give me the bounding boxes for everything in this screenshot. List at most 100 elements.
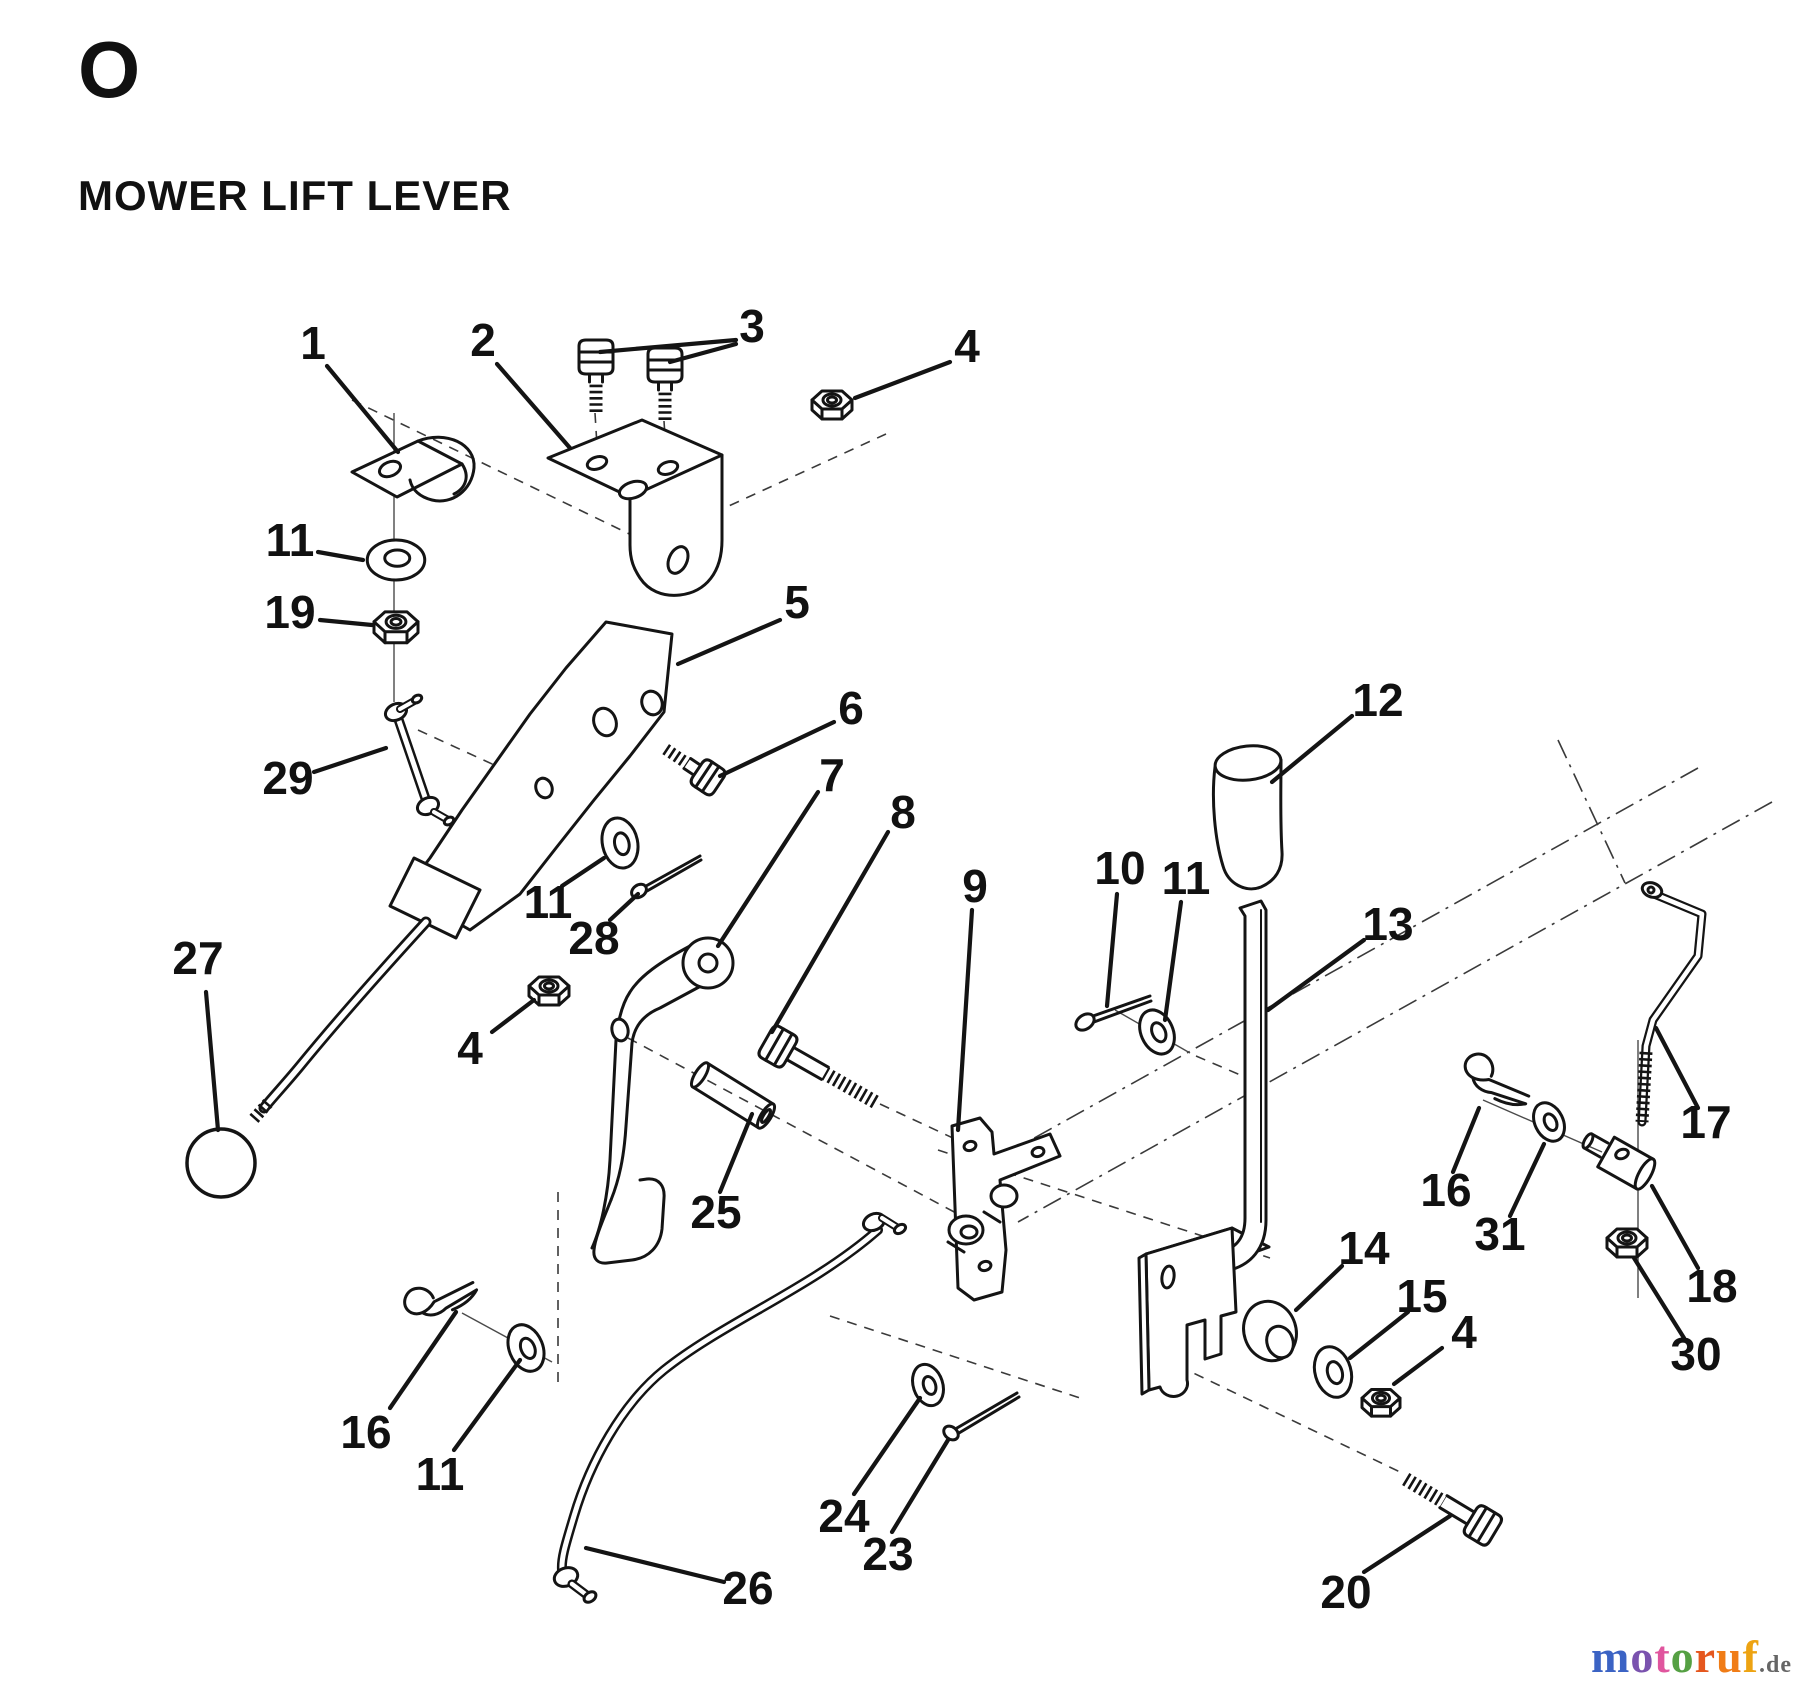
callout-leader [315, 549, 366, 563]
callout-label-8: 8 [890, 786, 916, 838]
construction-lines [351, 399, 1773, 1473]
page-title: MOWER LIFT LEVER [78, 172, 512, 219]
callout-label-12: 12 [1352, 674, 1403, 726]
callout-label-9: 9 [962, 860, 988, 912]
callout-leader [607, 891, 641, 923]
part-15-washer [1306, 1340, 1360, 1404]
callout-label-20: 20 [1320, 1566, 1371, 1618]
callout-label-10: 10 [1094, 842, 1145, 894]
part-8-hex-bolt [757, 1024, 879, 1109]
watermark-tld: .de [1759, 1652, 1792, 1678]
callout-leader [1649, 1183, 1701, 1271]
callout-label-19: 19 [264, 586, 315, 638]
watermark-letter: r [1694, 1631, 1717, 1682]
callout-leader [317, 617, 375, 628]
callout-label-23: 23 [862, 1528, 913, 1580]
part-14-bushing [1242, 1299, 1298, 1363]
callout-label-18: 18 [1686, 1260, 1737, 1312]
part-12-grip [1211, 744, 1284, 891]
callout-label-11: 11 [416, 1448, 465, 1500]
callout-leader [1450, 1105, 1482, 1175]
callout-leader [451, 1357, 523, 1453]
part-11-washer-mid [595, 812, 645, 874]
callout-label-2: 2 [470, 314, 496, 366]
part-6-hex-bolt [662, 744, 727, 797]
callout-leader [717, 719, 837, 779]
part-13-lift-lever [1152, 899, 1268, 1283]
arm-sleeve [388, 856, 482, 940]
callout-leader [769, 829, 891, 1035]
callout-leader [1361, 1513, 1453, 1575]
part-23-pin [942, 1391, 1021, 1442]
part-31-washer [1526, 1096, 1572, 1148]
callout-label-11: 11 [1162, 852, 1211, 904]
callout-leader [489, 997, 537, 1035]
callout-label-24: 24 [818, 1490, 870, 1542]
part-24-washer [906, 1358, 950, 1412]
watermark-letter: u [1716, 1631, 1743, 1682]
callout-label-25: 25 [690, 1186, 741, 1238]
callout-leader [559, 855, 607, 889]
callout-label-31: 31 [1474, 1208, 1525, 1260]
part-11-washer-right [1131, 1002, 1183, 1062]
watermark-logo[interactable]: motoruf.de [1591, 1634, 1792, 1680]
callout-label-4: 4 [954, 320, 980, 372]
lever-mount-bracket [1137, 1226, 1238, 1399]
callout-leader [1653, 1025, 1701, 1111]
callout-label-6: 6 [838, 682, 864, 734]
watermark-word: motoruf [1591, 1631, 1759, 1682]
callout-leader [324, 363, 401, 455]
callout-label-7: 7 [819, 749, 845, 801]
callout-leader [311, 745, 389, 775]
callout-leader [1265, 937, 1367, 1013]
watermark-letter: o [1670, 1631, 1695, 1682]
watermark-letter: t [1654, 1631, 1671, 1682]
callout-leader [494, 361, 573, 451]
callout-leader [1162, 899, 1184, 1023]
callout-leader [675, 617, 783, 667]
part-19-hex-nut [372, 610, 420, 645]
callout-leader [597, 337, 739, 355]
callout-leader [203, 989, 221, 1133]
callout-label-3: 3 [739, 300, 765, 352]
part-4-hex-nut-top [810, 389, 854, 421]
part-2-bracket [546, 418, 724, 597]
callout-label-26: 26 [722, 1562, 773, 1614]
callout-label-29: 29 [262, 752, 313, 804]
part-5-lift-arm [247, 620, 674, 1125]
callout-label-27: 27 [172, 932, 223, 984]
callout-label-11: 11 [524, 876, 573, 928]
callout-leader [852, 359, 953, 401]
callout-label-28: 28 [568, 912, 619, 964]
part-28-pin [630, 854, 703, 900]
callout-leader [717, 1111, 755, 1195]
callout-leader [1507, 1141, 1547, 1219]
callout-leader [889, 1437, 951, 1535]
part-1-clip [350, 435, 476, 503]
callout-label-14: 14 [1338, 1222, 1390, 1274]
part-3-hex-bolts [577, 338, 684, 420]
part-25-spacer [689, 1061, 777, 1130]
part-11-washer-bottom [499, 1317, 553, 1379]
part-9-bracket-plate [946, 1116, 1062, 1302]
callout-leader [387, 1309, 459, 1411]
part-7-bracket [590, 936, 735, 1265]
callout-leader [1631, 1255, 1687, 1341]
callout-leader [1347, 1309, 1411, 1361]
callout-label-30: 30 [1670, 1328, 1721, 1380]
callout-leader [667, 341, 739, 365]
callout-leader [1293, 1263, 1345, 1313]
callout-leader [1104, 891, 1120, 1009]
callout-leader [955, 907, 975, 1133]
callout-label-4: 4 [457, 1022, 483, 1074]
callout-label-16: 16 [340, 1406, 391, 1458]
callout-label-5: 5 [784, 576, 810, 628]
callout-label-17: 17 [1680, 1096, 1731, 1148]
callout-label-11: 11 [266, 514, 315, 566]
callout-label-1: 1 [300, 317, 326, 369]
callout-leader [1391, 1345, 1445, 1387]
callout-leader [583, 1545, 727, 1585]
callout-label-16: 16 [1420, 1164, 1471, 1216]
